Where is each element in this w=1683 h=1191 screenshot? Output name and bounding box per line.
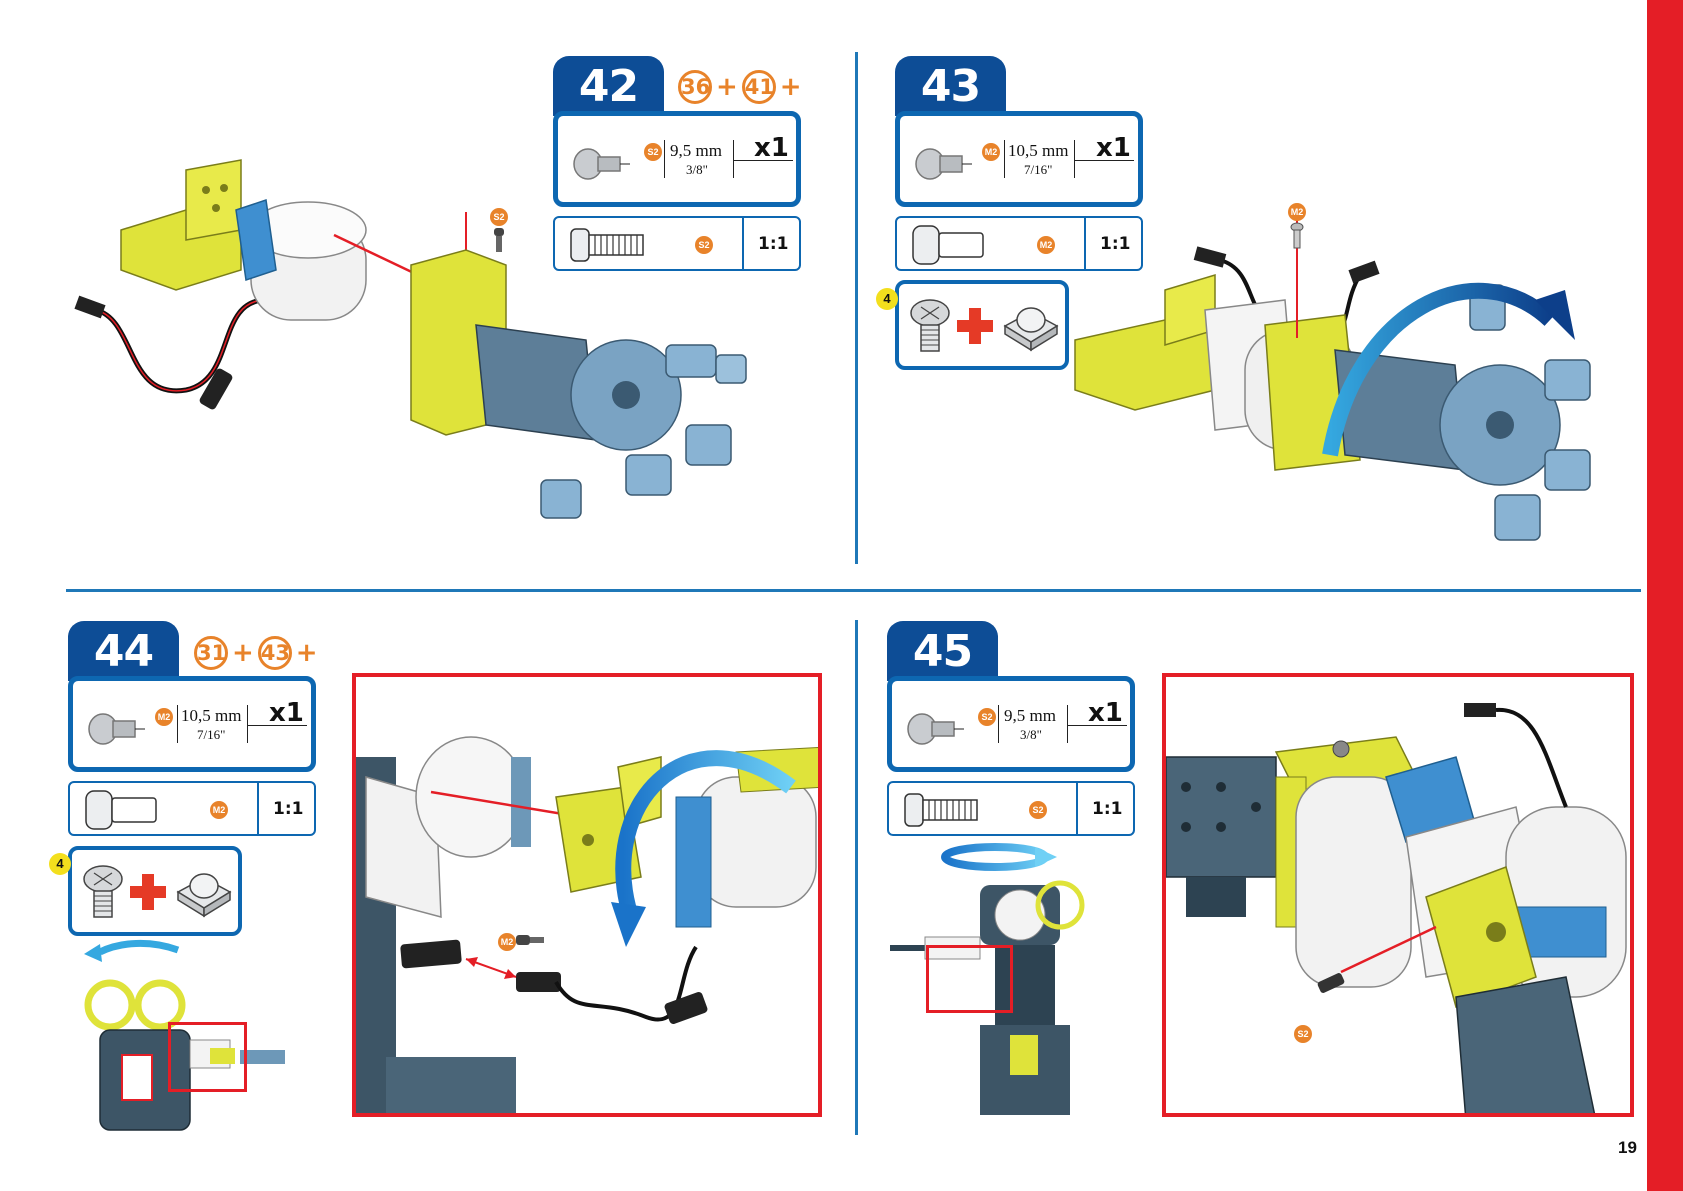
divider-vertical-bottom bbox=[855, 620, 858, 1135]
page-edge-band bbox=[1647, 0, 1683, 1191]
screw-small-icon bbox=[492, 228, 506, 254]
detail-view: S2 bbox=[1162, 673, 1634, 1117]
part-length-mm: 9,5 mm bbox=[1004, 706, 1056, 726]
plus-icon bbox=[128, 872, 170, 914]
scale-box: M2 1:1 bbox=[68, 781, 316, 836]
screw-callout: M2 bbox=[1288, 203, 1306, 221]
nut-icon bbox=[1001, 298, 1061, 354]
divider-horizontal bbox=[66, 589, 1641, 592]
screw-icon bbox=[906, 709, 966, 749]
hint-box bbox=[68, 846, 242, 936]
prerequisite-steps: 31+43+ bbox=[194, 636, 322, 670]
hint-bulb-icon: 4 bbox=[49, 853, 71, 875]
scale-box: S2 1:1 bbox=[887, 781, 1135, 836]
page-number: 19 bbox=[1618, 1138, 1637, 1158]
step-number: 43 bbox=[895, 56, 1006, 116]
screw-icon bbox=[914, 144, 974, 184]
screw-scale-icon bbox=[911, 224, 991, 266]
part-quantity: x1 bbox=[1096, 133, 1131, 163]
screw-scale-icon bbox=[84, 789, 164, 831]
screw-scale-icon bbox=[903, 790, 983, 830]
detail-highlight-box bbox=[926, 945, 1013, 1013]
part-length-mm: 10,5 mm bbox=[181, 706, 241, 726]
divider-vertical-top bbox=[855, 52, 858, 564]
step-number: 42 bbox=[553, 56, 664, 116]
scale-ratio: 1:1 bbox=[273, 799, 303, 819]
hint-box bbox=[895, 280, 1069, 370]
assembly-illustration bbox=[66, 150, 826, 570]
part-code-badge: M2 bbox=[982, 143, 1000, 161]
part-code-badge: M2 bbox=[210, 801, 228, 819]
screw-callout: M2 bbox=[498, 933, 516, 951]
part-length-inch: 3/8" bbox=[1020, 727, 1042, 743]
parts-needed-box: M2 10,5 mm 7/16" x1 bbox=[895, 111, 1143, 207]
detail-illustration bbox=[356, 677, 822, 1117]
parts-needed-box: M2 10,5 mm 7/16" x1 bbox=[68, 676, 316, 772]
screw-callout: S2 bbox=[490, 208, 508, 226]
screw-small-icon bbox=[1290, 222, 1304, 250]
part-code-badge: M2 bbox=[1037, 236, 1055, 254]
part-length-inch: 7/16" bbox=[197, 727, 225, 743]
assembly-illustration bbox=[1075, 220, 1635, 550]
screw-icon bbox=[87, 709, 147, 749]
ref-step: 31 bbox=[194, 636, 228, 670]
part-length-inch: 7/16" bbox=[1024, 162, 1052, 178]
parts-needed-box: S2 9,5 mm 3/8" x1 bbox=[887, 676, 1135, 772]
screw-head-icon bbox=[82, 865, 124, 921]
screw-head-icon bbox=[909, 299, 951, 355]
screw-callout: S2 bbox=[1294, 1025, 1312, 1043]
detail-view: M2 bbox=[352, 673, 822, 1117]
part-quantity: x1 bbox=[269, 698, 304, 728]
ref-step: 36 bbox=[678, 70, 712, 104]
part-length-mm: 10,5 mm bbox=[1008, 141, 1068, 161]
detail-illustration bbox=[1166, 677, 1634, 1117]
part-code-badge: M2 bbox=[155, 708, 173, 726]
part-code-badge: S2 bbox=[978, 708, 996, 726]
part-quantity: x1 bbox=[1088, 698, 1123, 728]
scale-ratio: 1:1 bbox=[1092, 799, 1122, 819]
hint-bulb-icon: 4 bbox=[876, 288, 898, 310]
step-number: 45 bbox=[887, 621, 998, 681]
ref-step: 43 bbox=[258, 636, 292, 670]
part-code-badge: S2 bbox=[1029, 801, 1047, 819]
step-number: 44 bbox=[68, 621, 179, 681]
plus-icon bbox=[955, 306, 997, 348]
prerequisite-steps: 36+41+ bbox=[678, 70, 806, 104]
detail-highlight-box bbox=[168, 1022, 247, 1092]
nut-icon bbox=[174, 864, 234, 920]
ref-step: 41 bbox=[742, 70, 776, 104]
